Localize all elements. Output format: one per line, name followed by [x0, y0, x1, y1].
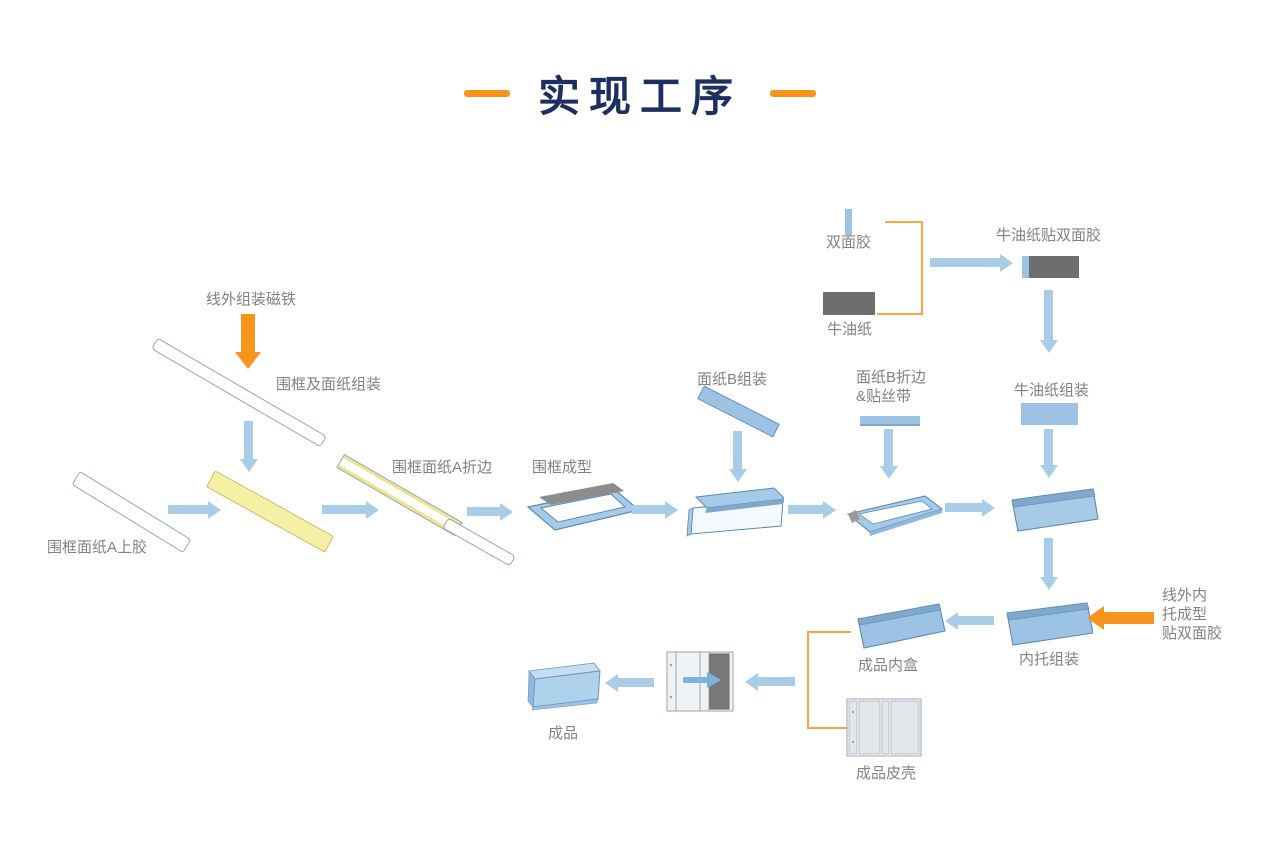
label-frame-paper-a-gluing: 围框面纸A上胶: [47, 539, 148, 556]
arrow-right-icon: [467, 507, 500, 516]
arrow-right-icon: [788, 505, 823, 514]
paper-b-strip-shape: [697, 385, 780, 438]
label-offline-inner-tray-line3: 贴双面胶: [1162, 625, 1223, 642]
label-grease-paper: 牛油纸: [827, 321, 873, 338]
label-double-sided-tape: 双面胶: [826, 234, 872, 251]
bracket-line: [807, 631, 809, 729]
label-grease-paper-with-tape: 牛油纸贴双面胶: [996, 227, 1102, 244]
title-dash-right-icon: [770, 89, 816, 97]
arrow-left-icon: [618, 678, 654, 687]
arrow-left-orange-icon: [1104, 612, 1154, 624]
bracket-line: [885, 221, 923, 223]
finished-cover-shell-shape: [846, 698, 922, 757]
bracket-line: [921, 221, 923, 315]
label-offline-inner-tray: 线外内 托成型 贴双面胶: [1162, 586, 1222, 643]
arrow-down-icon: [733, 431, 742, 469]
grease-paper-shape: [823, 292, 875, 315]
arrow-down-icon: [1044, 290, 1053, 340]
arrow-down-icon: [244, 421, 253, 459]
grease-paper-piece-shape: [1021, 403, 1078, 425]
arrow-right-icon: [945, 503, 982, 512]
arrow-right-icon: [632, 505, 665, 514]
tray-with-grease-paper-shape: [1011, 488, 1099, 532]
arrow-right-icon: [322, 505, 366, 514]
paper-b-folded-strip-shape: [860, 416, 920, 426]
arrow-down-icon: [884, 429, 893, 466]
bracket-line: [877, 313, 923, 315]
label-frame-paper-a-folding: 围框面纸A折边: [392, 459, 493, 476]
frame-with-paper-b-shape: [686, 487, 784, 537]
frame-formed-shape: [526, 483, 641, 531]
label-paper-b-assembly: 面纸B组装: [697, 371, 768, 388]
label-frame-forming: 围框成型: [532, 459, 593, 476]
arrow-left-icon: [958, 616, 994, 625]
bracket-line: [807, 727, 851, 729]
arrow-right-icon: [168, 505, 208, 514]
label-grease-paper-assembly: 牛油纸组装: [1014, 382, 1090, 399]
label-inner-tray-assembly: 内托组装: [1019, 651, 1080, 668]
box-into-shell-shape: [666, 651, 734, 712]
inner-tray-shape: [1006, 602, 1093, 646]
frame-folded-ribbon-shape: [846, 495, 944, 536]
label-paper-b-folding: 面纸B折边 &贴丝带: [856, 368, 926, 406]
label-finished-cover-shell: 成品皮壳: [856, 765, 917, 782]
label-offline-inner-tray-line2: 托成型: [1162, 606, 1208, 623]
paper-a-folded-tail-shape: [442, 517, 516, 567]
paper-a-glued-shape: [205, 470, 335, 553]
arrow-right-icon: [930, 258, 1000, 267]
arrow-down-orange-icon: [241, 314, 255, 352]
label-paper-b-folding-line1: 面纸B折边: [856, 369, 927, 386]
finished-product-shape: [527, 662, 601, 711]
arrow-down-icon: [1044, 538, 1053, 577]
arrow-right-small-icon: [683, 677, 707, 683]
label-frame-and-paper-assembly: 围框及面纸组装: [276, 376, 382, 393]
label-finished-product: 成品: [548, 725, 579, 742]
label-offline-inner-tray-line1: 线外内: [1162, 587, 1208, 604]
page-title: 实现工序: [537, 72, 742, 120]
title-dash-left-icon: [463, 89, 510, 97]
label-finished-inner-box: 成品内盒: [858, 657, 919, 674]
grease-paper-with-tape-shape: [1022, 256, 1079, 278]
arrow-down-icon: [1044, 429, 1053, 465]
label-paper-b-folding-line2: &贴丝带: [856, 388, 912, 405]
bracket-line: [807, 631, 851, 633]
label-offline-magnet-assembly: 线外组装磁铁: [206, 291, 297, 308]
arrow-left-icon: [758, 677, 795, 686]
finished-inner-box-shape: [857, 603, 946, 649]
page-header: 实现工序: [0, 66, 1280, 120]
double-sided-tape-shape: [845, 209, 852, 235]
